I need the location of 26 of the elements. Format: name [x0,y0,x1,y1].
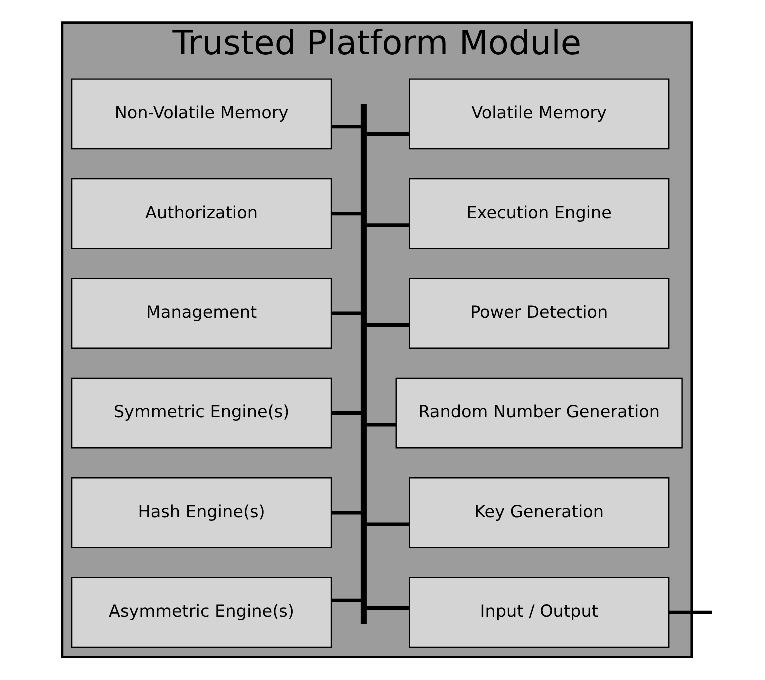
node-box: Input / Output [408,577,670,648]
node-box: Execution Engine [408,178,670,250]
connector [331,511,361,515]
connector [331,598,361,602]
connector [366,132,410,136]
node-box: Hash Engine(s) [70,478,332,548]
node-box: Management [70,278,332,350]
node-box: Random Number Generation [395,378,682,449]
node-box: Volatile Memory [408,78,670,150]
connector [366,522,410,526]
connector [366,224,410,228]
connector [668,610,712,614]
node-bar [360,104,366,624]
node-box: Non-Volatile Memory [70,78,332,150]
node-box: Symmetric Engine(s) [70,378,332,449]
node-box: Power Detection [408,278,670,350]
connector [331,212,361,216]
connector [366,423,396,427]
connector [331,312,361,316]
connector [366,323,410,327]
connector [331,124,361,129]
connector [366,606,410,610]
node-box: Key Generation [408,478,670,548]
connector [331,411,361,416]
node-box: Asymmetric Engine(s) [70,577,332,648]
node-box: Authorization [70,178,332,250]
